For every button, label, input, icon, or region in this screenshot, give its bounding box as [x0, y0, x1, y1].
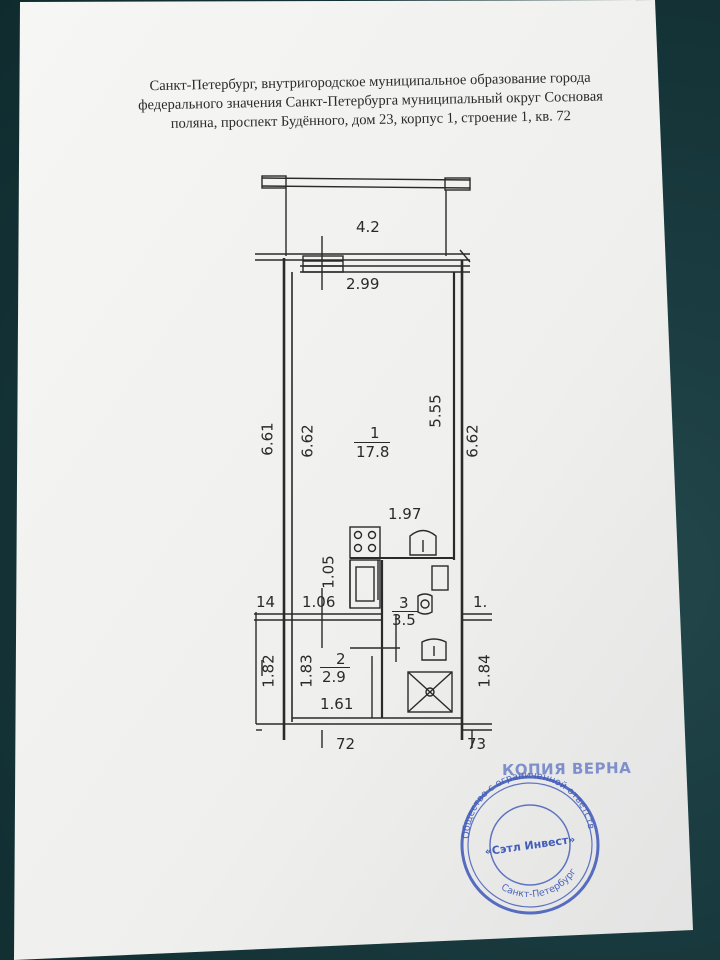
room3-fraction-line — [392, 611, 418, 612]
room1-area: 17.8 — [356, 443, 390, 461]
balcony-area-label: 4.2 — [356, 218, 380, 236]
room3-area: 3.5 — [392, 611, 416, 629]
kitchen-width-label: 1.97 — [388, 505, 422, 523]
room3-number: 3 — [399, 594, 409, 612]
corridor-depth-label: 1.05 — [319, 555, 338, 589]
document-header: Санкт-Петербург, внутригородское муницип… — [110, 68, 631, 135]
room1-length-left-outer: 6.61 — [258, 422, 277, 456]
room1-fraction-line — [354, 442, 390, 443]
room2-length-outer: 1.82 — [259, 654, 278, 688]
room1-number: 1 — [370, 424, 380, 442]
corridor-width-label: 1.06 — [302, 593, 336, 611]
room2-area: 2.9 — [322, 668, 346, 686]
room2-fraction-line — [320, 667, 350, 668]
plan-lines — [254, 175, 492, 748]
room1-length-left-inner: 6.62 — [298, 424, 317, 458]
paper — [14, 0, 693, 960]
copy-true-label: КОПИЯ ВЕРНА — [501, 758, 632, 780]
room2-length-inner: 1.83 — [297, 654, 316, 688]
room1-length-right-outer: 6.62 — [463, 424, 482, 458]
room2-width-label: 1.61 — [320, 695, 354, 713]
room3-length-right: 1.84 — [475, 654, 494, 688]
left-edge-dim: 14 — [256, 593, 276, 611]
apartment-73-label: 73 — [467, 735, 487, 753]
right-edge-dim: 1. — [473, 593, 488, 611]
room1-length-right-inner: 5.55 — [426, 394, 445, 428]
apartment-72-label: 72 — [336, 735, 356, 753]
balcony-width-label: 2.99 — [346, 275, 380, 293]
room2-number: 2 — [336, 650, 346, 668]
